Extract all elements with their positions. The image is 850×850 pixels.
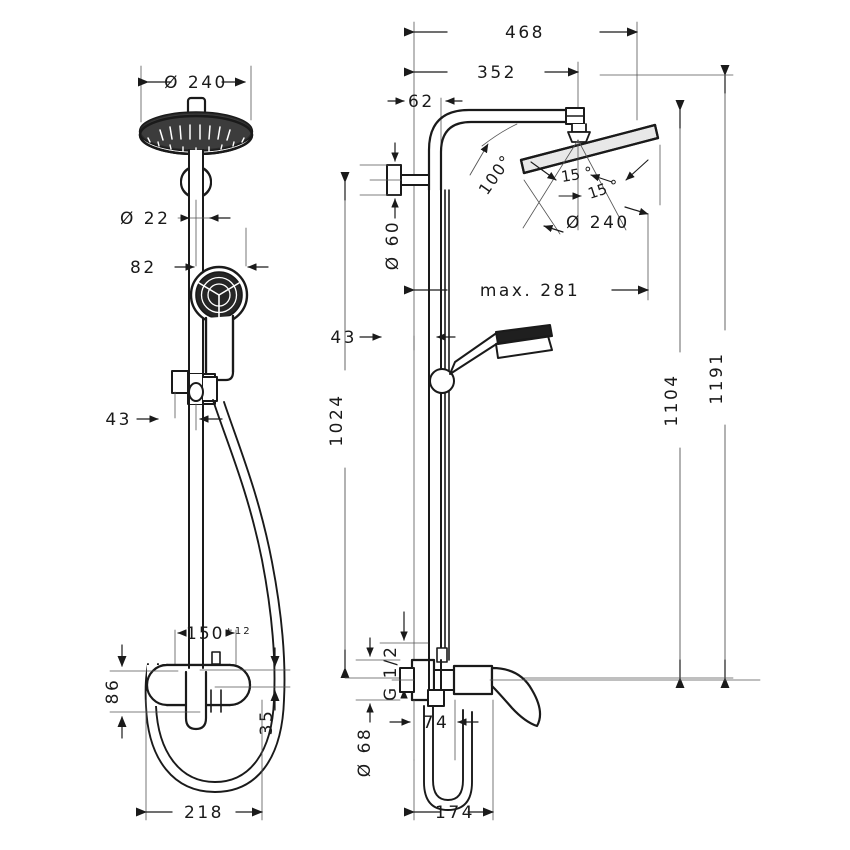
dim-label-arm-projection: 352 <box>477 63 517 83</box>
dim-label-mixer-projection-side: 74 <box>423 713 450 733</box>
dim-label-hose-width: 218 <box>184 803 224 823</box>
mixer-valve-front <box>145 651 252 731</box>
dim-label-bracket-diameter: Ø 60 <box>383 220 403 270</box>
dim-label-connection-thread: G 1/2 <box>381 645 401 701</box>
dim-tilt-angles: 15 ° 15 ° <box>522 139 649 231</box>
dim-label-handshower-offset: 82 <box>130 258 157 278</box>
dim-label-outlet-projection: 174 <box>435 803 475 823</box>
mixer-valve-side <box>391 647 761 728</box>
dim-label-tilt-left: 15 ° <box>560 163 594 186</box>
side-elevation-view: 468 352 62 100° <box>327 21 761 823</box>
dim-hose-width: 218 <box>136 699 263 823</box>
dim-label-mixer-projection-front: 35 <box>257 709 277 736</box>
overhead-shower-head-front <box>138 96 254 156</box>
dim-outlet-projection: 174 <box>404 699 494 823</box>
dim-label-wall-bracket-offset: 62 <box>408 92 435 112</box>
dim-label-overhead-diameter: Ø 240 <box>164 73 228 93</box>
dim-arm-projection: 352 <box>404 61 579 121</box>
dim-holder-offset-side: 43 <box>330 328 456 351</box>
dim-label-elbow-angle: 100° <box>475 151 516 198</box>
dim-overhead-diameter: Ø 240 <box>138 65 252 123</box>
dim-label-overhead-diameter-side: Ø 240 <box>566 213 630 233</box>
dim-label-riser-height: 1024 <box>327 393 347 446</box>
hand-shower-front <box>189 265 249 382</box>
dim-label-handshower-height: 1104 <box>662 373 682 426</box>
shower-arm-side <box>427 107 591 192</box>
dim-label-riser-diameter: Ø 22 <box>120 209 170 229</box>
dim-label-overhead-height: 1191 <box>707 351 727 404</box>
dim-riser-diameter: Ø 22 <box>120 209 231 229</box>
dim-handshower-height: 1104 <box>662 100 685 688</box>
dim-label-total-projection: 468 <box>505 23 545 43</box>
dim-escutcheon-diameter: Ø 68 <box>355 637 401 777</box>
dim-label-handshower-max-projection: max. 281 <box>480 281 580 301</box>
dim-label-escutcheon-diameter: Ø 68 <box>355 727 375 777</box>
shower-hose-side <box>423 705 473 811</box>
dim-label-holder-offset-side: 43 <box>330 328 357 348</box>
dim-bracket-diameter: Ø 60 <box>359 142 403 270</box>
shower-holder-front <box>171 370 218 405</box>
dim-label-mixer-height: 86 <box>103 678 123 705</box>
hand-shower-side <box>429 324 553 394</box>
dim-handshower-offset: 82 <box>130 199 269 278</box>
dim-overhead-diameter-side: Ø 240 <box>523 144 661 235</box>
riser-pipe-side <box>428 189 450 661</box>
dim-holder-offset-front: 43 <box>105 391 223 431</box>
dim-mixer-height: 86 <box>103 644 201 739</box>
overhead-shower-head-side <box>519 123 660 175</box>
dim-total-projection: 468 <box>404 21 638 121</box>
wall-bracket-side <box>369 164 430 196</box>
dim-label-holder-offset-front: 43 <box>105 410 132 430</box>
front-elevation-view: Ø 240 <box>103 65 291 823</box>
dim-elbow-angle: 100° <box>469 123 518 198</box>
dim-label-inlet-centers: 150±12 <box>186 624 252 644</box>
dim-handshower-max-projection: max. 281 <box>404 213 649 301</box>
dim-mixer-projection-side: 74 <box>389 699 479 761</box>
dim-riser-height: 1024 <box>327 172 350 678</box>
